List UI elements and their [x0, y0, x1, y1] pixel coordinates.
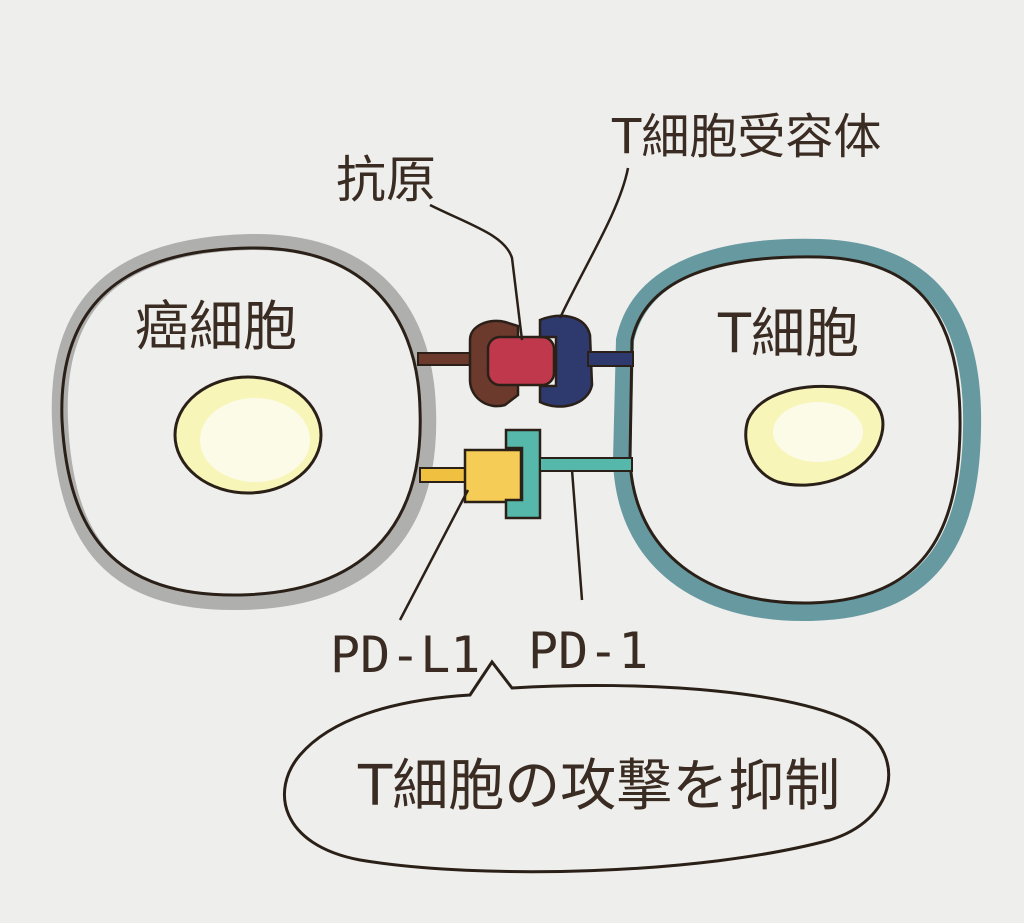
antigen	[486, 335, 556, 387]
leader-lines	[398, 167, 630, 621]
antigen-label: 抗原	[336, 151, 436, 209]
t-cell-label: T細胞	[717, 302, 859, 365]
mhc-stalk	[417, 352, 474, 366]
antigen-leader	[429, 203, 524, 341]
tcr-label: T細胞受容体	[611, 109, 881, 165]
speech-bubble-outline	[283, 659, 890, 874]
tcr-leader	[558, 167, 630, 319]
tcr-molecule	[538, 314, 594, 408]
cancer-cell-nucleus-highlight	[200, 398, 310, 482]
pdl1-leader	[398, 489, 470, 621]
tcr-stalk	[587, 351, 634, 367]
cancer-cell-label: 癌細胞	[135, 295, 297, 358]
pdl1-pd1-complex	[419, 428, 633, 520]
speech-bubble-text: T細胞の攻撃を抑制	[357, 754, 840, 819]
t-cell	[612, 238, 982, 622]
speech-bubble: T細胞の攻撃を抑制	[283, 659, 890, 874]
t-cell-membrane-shadow	[612, 238, 982, 622]
pd1-stalk	[539, 457, 633, 472]
t-cell-nucleus-highlight	[773, 402, 863, 462]
t-cell-membrane	[628, 255, 962, 605]
pdl1-label: PD-L1	[330, 626, 481, 684]
cancer-cell	[51, 233, 437, 611]
antigen-tcr-complex	[417, 314, 634, 408]
pdl1-molecule	[463, 448, 523, 504]
pd1-leader	[570, 469, 584, 601]
cancer-cell-membrane	[60, 246, 422, 597]
cancer-cell-membrane-shadow	[51, 233, 437, 611]
pd1-label: PD-1	[528, 622, 648, 680]
